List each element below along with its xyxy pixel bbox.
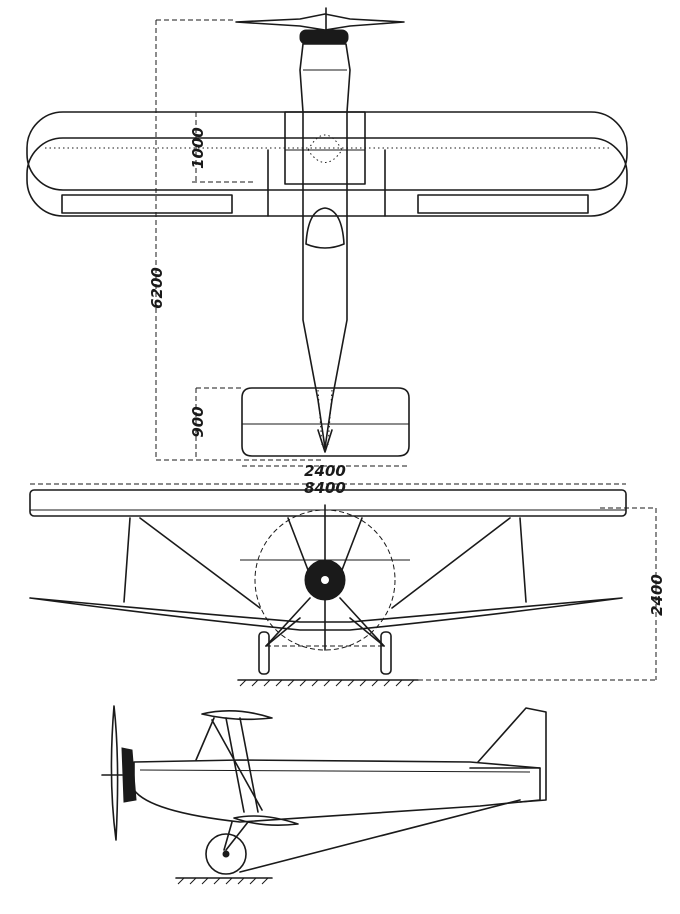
side-engine bbox=[121, 747, 137, 803]
side-wheel bbox=[205, 833, 247, 875]
front-left-wheel bbox=[258, 631, 270, 675]
chord-dimension-label: 1000 bbox=[189, 127, 207, 169]
height-dimension-label: 2400 bbox=[648, 574, 666, 616]
front-upper-wing bbox=[29, 489, 627, 517]
top-tailplane bbox=[241, 387, 410, 457]
top-lower-wing bbox=[26, 137, 628, 217]
top-right-aileron bbox=[417, 194, 589, 214]
top-engine bbox=[299, 29, 349, 45]
top-left-aileron bbox=[61, 194, 233, 214]
side-lower-wing bbox=[233, 815, 299, 826]
side-fuselage bbox=[133, 759, 541, 823]
tail-chord-dimension-label: 900 bbox=[189, 406, 207, 437]
side-tail-fin bbox=[477, 707, 547, 803]
top-view: 6200 1000 900 2400 bbox=[26, 7, 628, 480]
side-view bbox=[101, 705, 547, 885]
front-lower-wing bbox=[29, 597, 623, 631]
front-right-wheel bbox=[380, 631, 392, 675]
top-propeller bbox=[235, 13, 405, 31]
wingspan-dimension-label: 8400 bbox=[304, 479, 346, 497]
front-view: 8400 2400 bbox=[29, 479, 666, 687]
side-propeller bbox=[110, 705, 119, 841]
top-cockpit bbox=[305, 207, 345, 249]
top-upper-wing bbox=[26, 111, 628, 191]
length-dimension-label: 6200 bbox=[148, 267, 166, 309]
tail-span-dimension-label: 2400 bbox=[304, 462, 346, 480]
side-upper-wing bbox=[201, 710, 273, 721]
